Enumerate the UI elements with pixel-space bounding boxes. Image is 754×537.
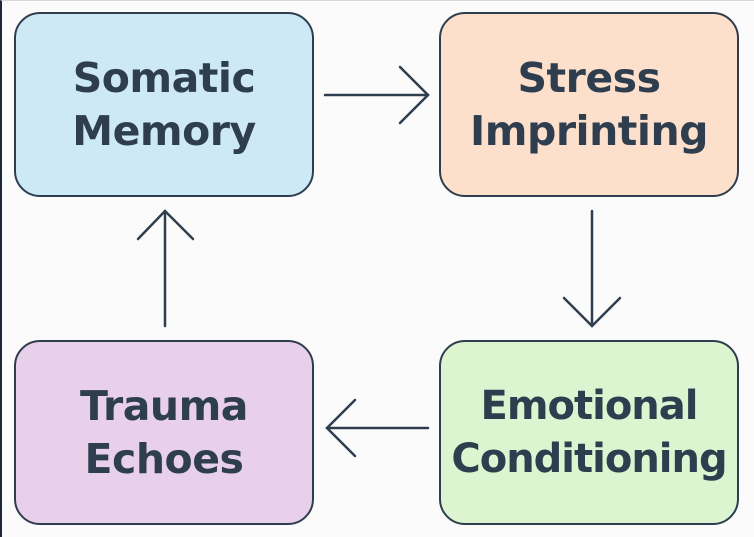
node-emotional-conditioning: Emotional Conditioning [439, 340, 739, 525]
node-stress-imprinting: Stress Imprinting [439, 12, 739, 197]
node-label-line: Trauma [80, 381, 248, 430]
arrow-up-icon [136, 209, 195, 328]
node-label-line: Somatic [72, 53, 256, 102]
node-label-line: Emotional [480, 382, 699, 429]
node-trauma-echoes: Trauma Echoes [14, 340, 314, 525]
node-label-line: Conditioning [451, 435, 727, 482]
node-somatic-memory: Somatic Memory [14, 12, 314, 197]
arrow-right-icon [323, 65, 430, 125]
node-label-line: Stress [517, 53, 661, 102]
arrow-down-icon [562, 209, 622, 328]
node-label-line: Memory [72, 106, 256, 155]
node-label-line: Echoes [84, 434, 244, 483]
node-label-line: Imprinting [470, 106, 708, 155]
arrow-left-icon [325, 398, 430, 458]
